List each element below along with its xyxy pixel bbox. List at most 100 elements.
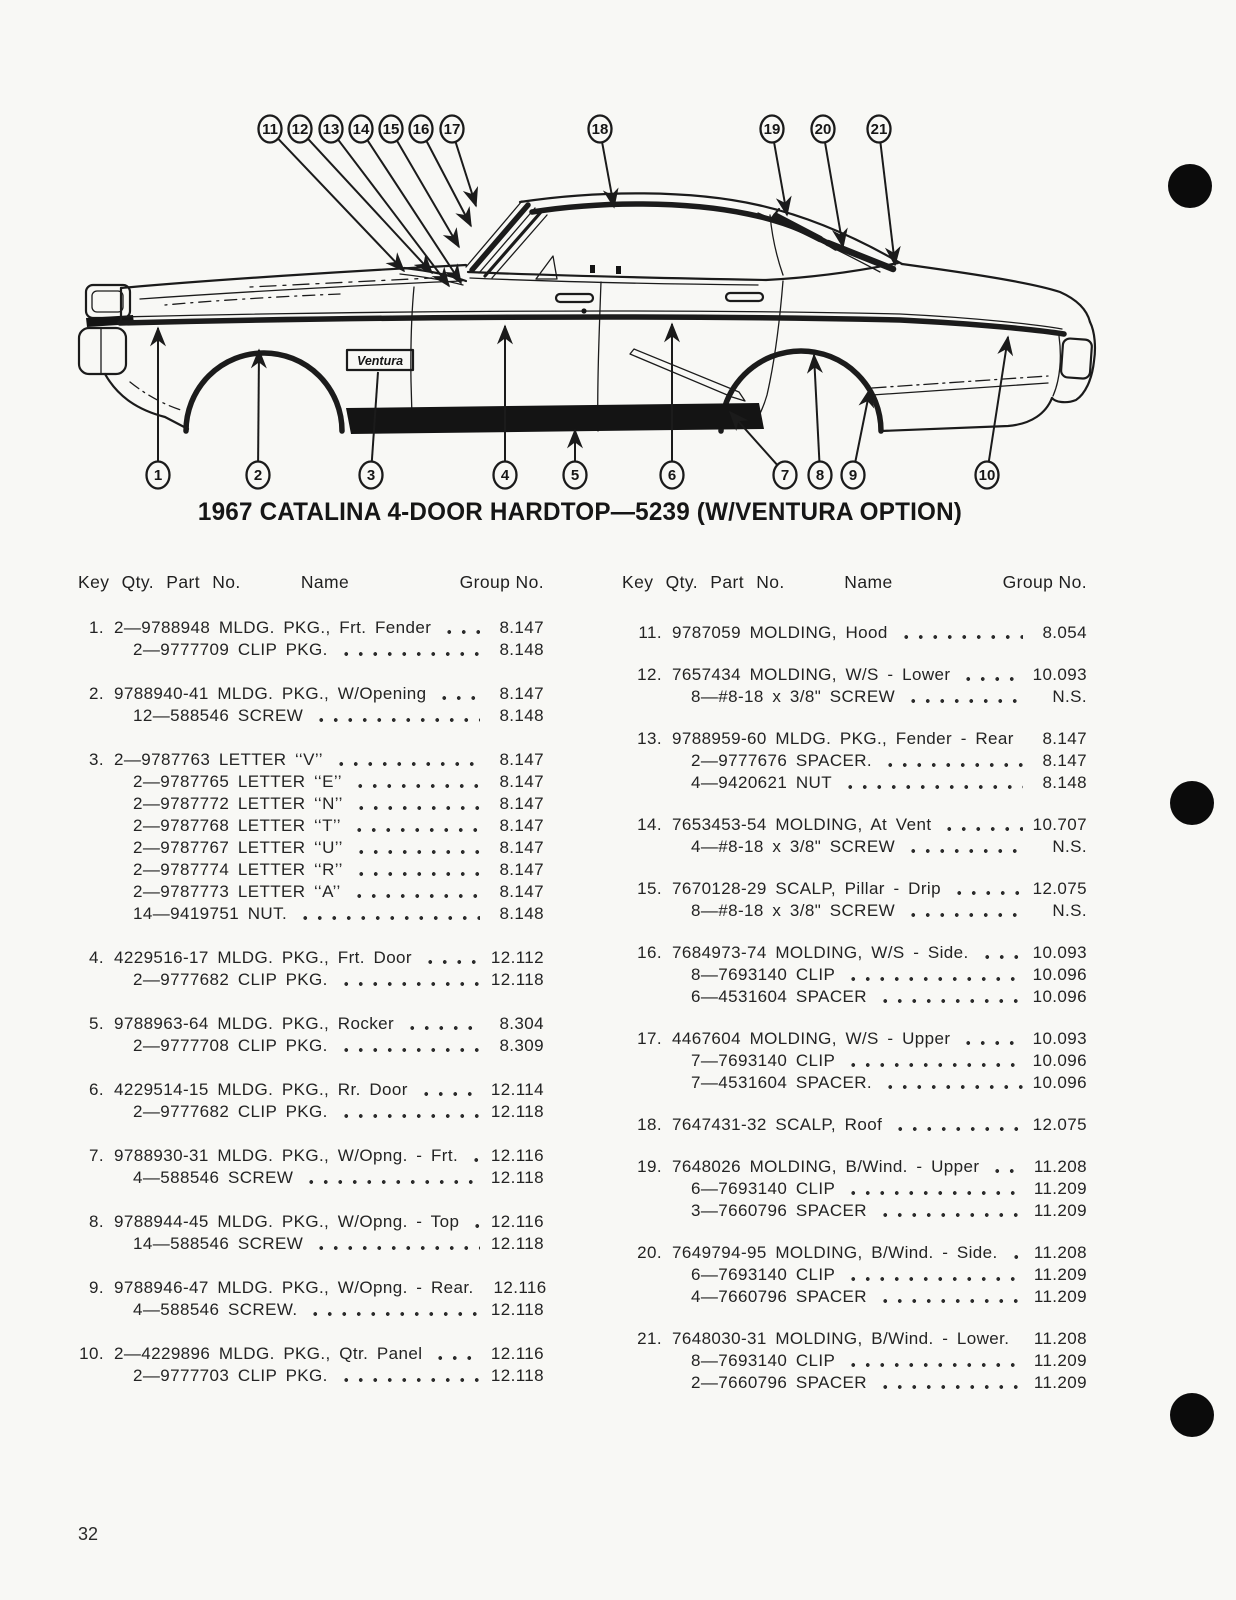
- callout-9: 9: [840, 387, 875, 490]
- part-text: 7649794-95 MOLDING, B/Wind. - Side.: [672, 1243, 998, 1262]
- part-key: 17.: [637, 1029, 662, 1048]
- part-key: 2.: [89, 684, 104, 703]
- leader-line: [773, 142, 792, 217]
- dot-leader: [940, 813, 1023, 832]
- part-text: 7653453-54 MOLDING, At Vent: [672, 815, 932, 834]
- dot-leader: [420, 946, 480, 965]
- group-number: 10.096: [1032, 1073, 1087, 1092]
- callout-circle: [492, 460, 518, 490]
- part-text: 8—#8-18 x 3/8" SCREW: [691, 901, 896, 920]
- callout-number: 5: [571, 467, 579, 484]
- callout-number: 9: [849, 467, 857, 484]
- dot-leader: [336, 1100, 480, 1119]
- group-number: 8.148: [499, 706, 544, 725]
- group-number: 12.118: [490, 1102, 544, 1121]
- part-group: 20.7649794-95 MOLDING, B/Wind. - Side.11…: [622, 1241, 1087, 1307]
- part-text: 9788940-41 MLDG. PKG., W/Opening: [114, 684, 427, 703]
- dot-leader: [350, 770, 480, 789]
- group-number: 8.148: [499, 904, 544, 923]
- ventura-emblem-text: Ventura: [357, 354, 403, 368]
- part-text: 8—#8-18 x 3/8" SCREW: [691, 687, 896, 706]
- callout-19: 19: [759, 114, 792, 217]
- part-key: 8.: [89, 1212, 104, 1231]
- callout-circle: [810, 114, 836, 144]
- callout-circle: [318, 114, 344, 144]
- part-text: 14—588546 SCREW: [133, 1234, 304, 1253]
- part-group: 9.9788946-47 MLDG. PKG., W/Opng. - Rear.…: [78, 1276, 546, 1320]
- part-text: 2—9777676 SPACER.: [691, 751, 873, 770]
- headlight-inner: [91, 290, 124, 313]
- dot-leader: [431, 1342, 480, 1361]
- part-text: 4—#8-18 x 3/8" SCREW: [691, 837, 896, 856]
- callout-circle: [287, 114, 313, 144]
- callout-number: 18: [592, 121, 609, 138]
- dot-leader: [336, 638, 480, 657]
- part-key: 6.: [89, 1080, 104, 1099]
- part-text: 6—4531604 SPACER: [691, 987, 867, 1006]
- header-group-no: Group No.: [1002, 572, 1087, 592]
- callout-circle: [840, 460, 866, 490]
- dot-leader: [841, 771, 1023, 790]
- callout-number: 10: [979, 467, 996, 484]
- group-number: 8.147: [499, 772, 544, 791]
- dot-leader: [403, 1012, 480, 1031]
- group-number: 12.075: [1032, 879, 1087, 898]
- group-number: 8.147: [499, 684, 544, 703]
- callout-17: 17: [439, 114, 479, 208]
- part-key: 21.: [637, 1329, 662, 1348]
- group-number: 12.118: [490, 970, 544, 989]
- callout-1: 1: [145, 326, 171, 490]
- group-number: 12.118: [490, 1300, 544, 1319]
- page-number: 32: [78, 1524, 99, 1544]
- header-group-no: Group No.: [459, 572, 544, 592]
- callout-number: 1: [154, 467, 162, 484]
- dot-leader: [891, 1113, 1023, 1132]
- callout-number: 11: [262, 121, 278, 138]
- part-text: 14—9419751 NUT.: [133, 904, 288, 923]
- group-number: 12.112: [490, 948, 544, 967]
- callout-circle: [807, 460, 833, 490]
- group-number: 12.118: [490, 1234, 544, 1253]
- group-number: 11.209: [1033, 1265, 1087, 1284]
- dot-leader: [351, 792, 480, 811]
- group-number: 12.116: [490, 1344, 544, 1363]
- part-text: 4—7660796 SPACER: [691, 1287, 867, 1306]
- callout-12: 12: [287, 114, 434, 275]
- taillight: [1060, 337, 1093, 380]
- dot-leader: [349, 814, 480, 833]
- callout-circle: [772, 460, 798, 490]
- part-text: 9788930-31 MLDG. PKG., W/Opng. - Frt.: [114, 1146, 459, 1165]
- group-number: 11.209: [1033, 1287, 1087, 1306]
- dot-leader: [351, 858, 480, 877]
- callout-10: 10: [974, 335, 1014, 490]
- dot-leader: [844, 1049, 1023, 1068]
- front-bumper: [77, 326, 128, 376]
- dot-leader: [336, 1034, 480, 1053]
- part-key: 7.: [89, 1146, 104, 1165]
- group-number: 11.209: [1033, 1179, 1087, 1198]
- callout-circle: [358, 460, 384, 490]
- dot-leader: [440, 616, 480, 635]
- part-text: 7684973-74 MOLDING, W/S - Side.: [672, 943, 969, 962]
- callout-number: 12: [292, 121, 309, 138]
- dot-leader: [296, 902, 480, 921]
- callout-number: 15: [383, 121, 400, 138]
- group-number: 8.147: [1042, 751, 1087, 770]
- callout-number: 4: [501, 467, 510, 484]
- dot-leader: [977, 941, 1023, 960]
- part-text: 2—9788948 MLDG. PKG., Frt. Fender: [114, 618, 432, 637]
- part-text: 2—4229896 MLDG. PKG., Qtr. Panel: [114, 1344, 423, 1363]
- leader-line: [307, 138, 434, 275]
- part-group: 7.9788930-31 MLDG. PKG., W/Opng. - Frt.1…: [78, 1144, 544, 1188]
- dot-leader: [875, 1285, 1023, 1304]
